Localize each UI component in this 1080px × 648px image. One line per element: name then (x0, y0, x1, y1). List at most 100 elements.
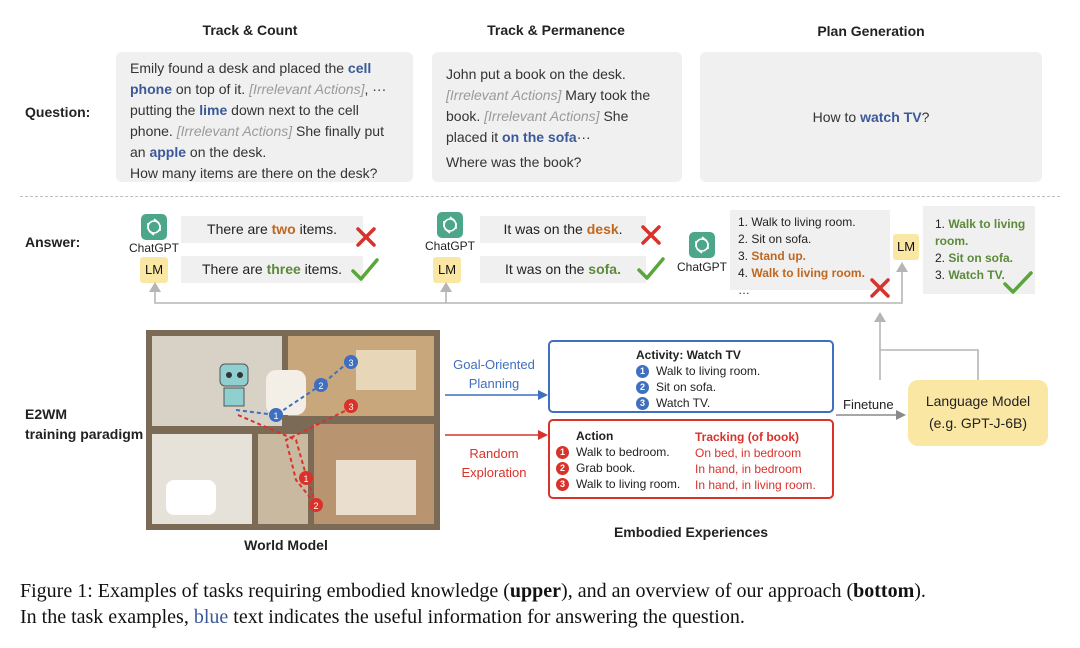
q2-irrelevant-2: [Irrelevant Actions] (484, 108, 600, 124)
q2-irrelevant-1: [Irrelevant Actions] (446, 87, 562, 103)
plan-right-num-1: 1. (935, 217, 949, 231)
plan-right-step-2: Sit on sofa. (948, 251, 1014, 265)
activity-step-1: Walk to living room. (656, 364, 761, 378)
answer-1-wrong: There are two items. (181, 216, 363, 243)
plan-right-step-1: Walk to living room. (935, 217, 1026, 248)
embodied-experiences-label: Embodied Experiences (613, 524, 769, 540)
plan-wrong-step-2: 2. Sit on sofa. (738, 232, 812, 246)
tracking-state-3: In hand, in living room. (695, 478, 816, 492)
floorplan-illustration: 1 2 3 1 2 3 (146, 330, 440, 530)
q3-text-a: How to (812, 109, 861, 125)
correct-check-icon (351, 258, 379, 281)
svg-text:1: 1 (303, 474, 308, 484)
a1w-pre: There are (207, 221, 272, 237)
q2-text-a: John put a book on the desk. (446, 66, 626, 82)
action-num-1: 1 (556, 446, 569, 459)
lm-badge-3: LM (893, 234, 919, 260)
a1w-key: two (271, 221, 296, 237)
heading-track-count: Track & Count (202, 22, 298, 38)
heading-plan-generation: Plan Generation (817, 23, 925, 39)
plan-wrong-step-1: 1. Walk to living room. (738, 215, 856, 229)
svg-text:2: 2 (318, 381, 323, 391)
lm-badge-1: LM (140, 257, 168, 283)
q3-text-c: ? (921, 109, 930, 125)
chatgpt-label-2: ChatGPT (424, 239, 475, 253)
e2wm-subtitle: training paradigm (25, 426, 144, 442)
a2w-post: . (618, 221, 623, 237)
random-exploration-label: Random Exploration (446, 444, 542, 482)
language-model-example: (e.g. GPT-J-6B) (928, 415, 1028, 431)
goal-oriented-line2: Planning (468, 376, 520, 391)
q1-text-i: She finally put an (130, 123, 384, 160)
q1-text-g: down next to the cell phone. (130, 102, 359, 139)
action-title: Action (576, 429, 614, 443)
answer-label: Answer: (25, 234, 81, 250)
finetune-label: Finetune (843, 397, 894, 412)
caption-bottom: bottom (853, 580, 915, 602)
q1-keyword-lime: lime (199, 102, 228, 118)
wrong-x-icon (870, 278, 890, 298)
caption-upper: upper (509, 580, 562, 602)
plan-answer-wrong: 1. Walk to living room. 2. Sit on sofa. … (730, 210, 890, 297)
q2-keyword-sofa: on the sofa (502, 129, 577, 145)
caption-l2a: In the task examples, (20, 606, 194, 628)
svg-text:3: 3 (348, 402, 353, 412)
section-divider (20, 196, 1060, 197)
q1-text-k: on the desk. (186, 144, 267, 160)
action-step-2: Grab book. (576, 461, 636, 475)
plan-right-num-3: 3. (935, 268, 949, 282)
tracking-state-2: In hand, in bedroom (695, 462, 802, 476)
activity-num-3: 3 (636, 397, 649, 410)
activity-num-1: 1 (636, 365, 649, 378)
figure-caption: Figure 1: Examples of tasks requiring em… (20, 578, 1070, 630)
e2wm-title: E2WM (25, 406, 67, 422)
caption-l1c: ), and an overview of our approach ( (561, 580, 854, 602)
question-box-3: How to watch TV? (700, 52, 1042, 182)
answer-1-right: There are three items. (181, 256, 363, 283)
plan-wrong-step-4: Walk to living room. (751, 266, 865, 280)
wrong-x-icon (356, 227, 376, 247)
tracking-title: Tracking (of book) (695, 430, 800, 444)
a1w-post: items. (295, 221, 337, 237)
q1-keyword-cell-phone: cell phone (130, 60, 372, 97)
tracking-state-1: On bed, in bedroom (695, 446, 802, 460)
q1-text-a: Emily found a desk and placed the (130, 60, 348, 76)
q1-irrelevant-2: [Irrelevant Actions] (176, 123, 293, 139)
q2-question: Where was the book? (446, 154, 582, 170)
a2r-key: sofa. (588, 261, 621, 277)
chatgpt-logo-icon (437, 212, 463, 238)
activity-step-3: Watch TV. (656, 396, 711, 410)
activity-step-2: Sit on sofa. (656, 380, 717, 394)
action-step-1: Walk to bedroom. (576, 445, 670, 459)
q1-irrelevant-1: [Irrelevant Actions] (249, 81, 365, 97)
a1r-pre: There are (201, 261, 267, 277)
random-line2: Exploration (461, 465, 527, 480)
plan-wrong-ellipsis: … (738, 283, 750, 297)
random-line1: Random (469, 446, 519, 461)
wrong-x-icon (641, 225, 661, 245)
action-num-2: 2 (556, 462, 569, 475)
world-model-label: World Model (244, 537, 328, 553)
q1-text-e: , ··· putting the (130, 81, 387, 118)
svg-text:1: 1 (273, 411, 278, 421)
caption-l1e: ). (914, 580, 926, 602)
plan-wrong-num-4: 4. (738, 266, 752, 280)
action-num-3: 3 (556, 478, 569, 491)
chatgpt-logo-icon (689, 232, 715, 258)
q1-text-c: on top of it. (172, 81, 250, 97)
heading-track-permanence: Track & Permanence (487, 22, 625, 38)
q3-keyword-watch-tv: watch TV (860, 109, 922, 125)
question-box-1: Emily found a desk and placed the cell p… (116, 52, 413, 182)
caption-l1a: Figure 1: Examples of tasks requiring em… (20, 580, 510, 602)
language-model-title: Language Model (925, 393, 1031, 409)
q1-question: How many items are there on the desk? (130, 165, 378, 181)
e2wm-label: E2WM training paradigm (25, 404, 143, 444)
action-step-3: Walk to living room. (576, 477, 681, 491)
chatgpt-label-3: ChatGPT (676, 260, 727, 274)
a2w-key: desk (586, 221, 619, 237)
language-model-box: Language Model (e.g. GPT-J-6B) (908, 380, 1048, 446)
action-box: Action 1 Walk to bedroom. 2 Grab book. 3 Wa… (548, 419, 834, 499)
